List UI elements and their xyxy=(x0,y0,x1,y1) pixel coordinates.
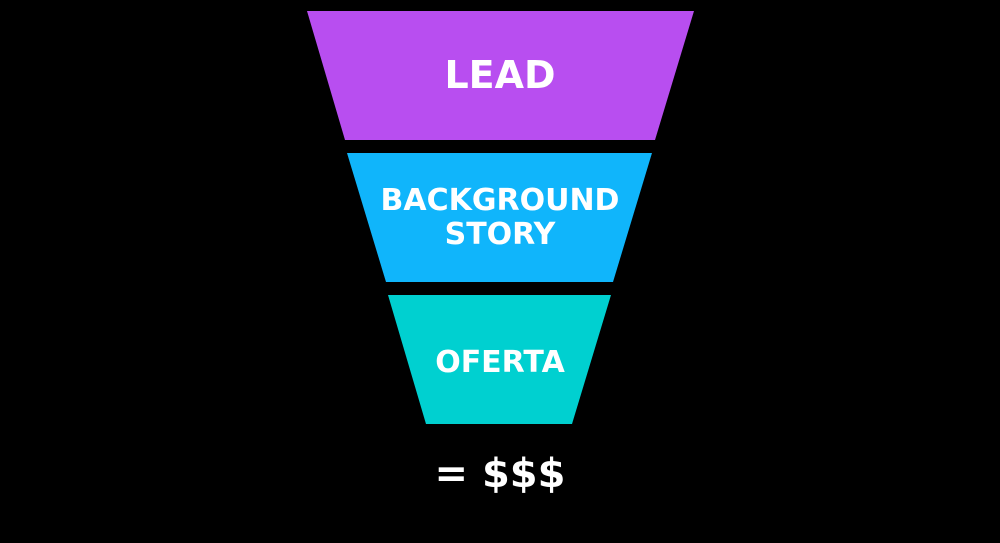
funnel-result-label: = $$$ xyxy=(435,451,566,497)
funnel-stage-background-story-label-line-2: STORY xyxy=(445,217,557,252)
funnel-stage-background-story-label-line-1: BACKGROUND xyxy=(381,183,620,218)
funnel-stage-lead: LEAD xyxy=(307,11,694,140)
funnel-stage-oferta-label: OFERTA xyxy=(435,345,565,380)
funnel-stage-background-story-shape xyxy=(347,153,652,282)
funnel-stage-oferta: OFERTA xyxy=(388,295,611,424)
funnel-stage-oferta-shape xyxy=(388,295,611,424)
funnel-stage-background-story: BACKGROUND STORY xyxy=(347,153,652,282)
funnel-stage-lead-label: LEAD xyxy=(444,53,555,97)
funnel-stage-lead-shape xyxy=(307,11,694,140)
